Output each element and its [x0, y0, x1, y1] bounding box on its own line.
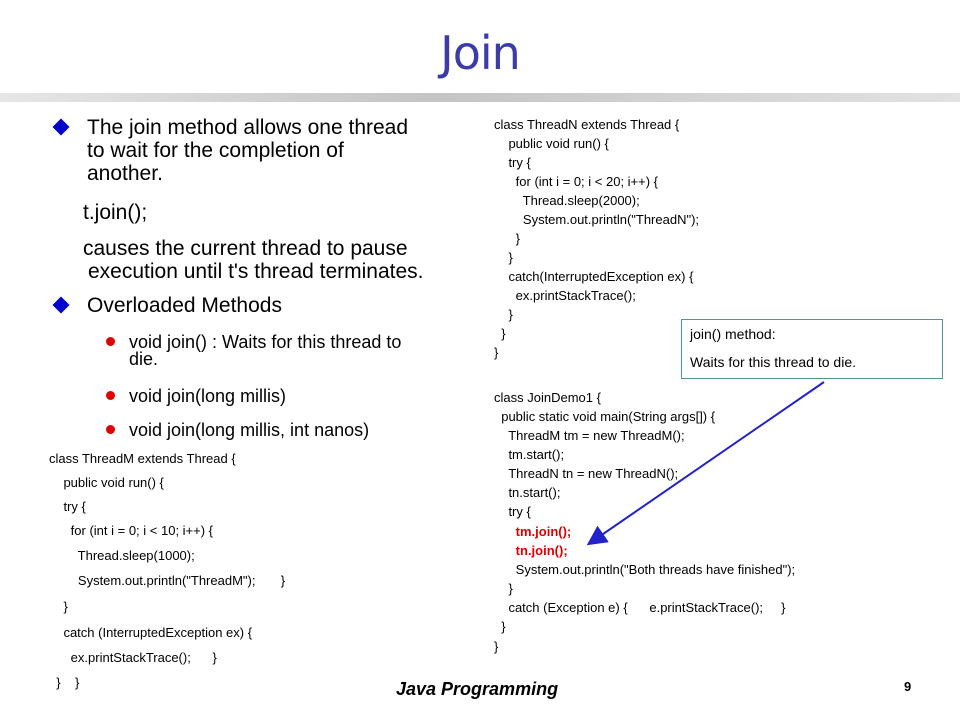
diamond-bullet-icon	[52, 296, 70, 314]
code-line: class ThreadM extends Thread {	[49, 451, 236, 466]
sub-bullet-line: void join(long millis)	[129, 386, 287, 406]
dot-bullet-icon	[106, 425, 115, 434]
highlighted-code-line: tm.join();	[494, 524, 572, 539]
bullet-line: The join method allows one thread	[87, 116, 409, 139]
code-line: for (int i = 0; i < 20; i++) {	[494, 174, 659, 189]
code-line: } }	[49, 675, 80, 690]
title-divider	[0, 93, 960, 102]
code-line: }	[494, 231, 521, 246]
join-call-text: t.join();	[83, 201, 148, 224]
code-line: public void run() {	[494, 136, 609, 151]
bullet-line: to wait for the completion of	[87, 139, 344, 162]
code-line: }	[494, 326, 506, 341]
code-line: }	[494, 581, 513, 596]
code-line: System.out.println("ThreadN");	[494, 212, 700, 227]
diamond-bullet-icon	[52, 118, 70, 136]
code-line: public void run() {	[49, 475, 164, 490]
code-line: tn.start();	[494, 485, 561, 500]
code-line: ex.printStackTrace();	[494, 288, 636, 303]
slide-title: Join	[440, 26, 521, 80]
code-line: try {	[494, 504, 531, 519]
code-line: Thread.sleep(2000);	[494, 193, 640, 208]
callout-line: Waits for this thread to die.	[690, 354, 856, 370]
code-line: catch(InterruptedException ex) {	[494, 269, 694, 284]
sub-bullet-line: void join(long millis, int nanos)	[129, 420, 370, 440]
join-method-callout: join() method: Waits for this thread to …	[681, 319, 943, 379]
code-line: Thread.sleep(1000);	[49, 548, 195, 563]
callout-line: join() method:	[690, 326, 776, 342]
page-number: 9	[904, 679, 912, 694]
bullet-line: causes the current thread to pause	[83, 237, 408, 260]
footer-course-title: Java Programming	[396, 679, 559, 699]
code-line: }	[49, 599, 68, 614]
code-line: ThreadN tn = new ThreadN();	[494, 466, 679, 481]
code-line: System.out.println("ThreadM"); }	[49, 573, 286, 588]
code-line: catch (Exception e) { e.printStackTrace(…	[494, 600, 786, 615]
code-line: tm.start();	[494, 447, 565, 462]
code-line: class JoinDemo1 {	[494, 390, 601, 405]
code-line: try {	[49, 499, 86, 514]
code-line: }	[494, 250, 513, 265]
code-line: ex.printStackTrace(); }	[49, 650, 217, 665]
code-line: System.out.println("Both threads have fi…	[494, 562, 796, 577]
bullet-line: another.	[87, 162, 163, 185]
bullet-line: Overloaded Methods	[87, 294, 282, 317]
code-line: ThreadM tm = new ThreadM();	[494, 428, 685, 443]
code-line: for (int i = 0; i < 10; i++) {	[49, 523, 214, 538]
dot-bullet-icon	[106, 337, 115, 346]
code-line: public static void main(String args[]) {	[494, 409, 716, 424]
sub-bullet-line: die.	[129, 349, 159, 369]
code-line: }	[494, 619, 506, 634]
code-line: catch (InterruptedException ex) {	[49, 625, 253, 640]
code-line: }	[494, 345, 499, 360]
dot-bullet-icon	[106, 391, 115, 400]
sub-bullet-line: void join() : Waits for this thread to	[129, 332, 402, 352]
highlighted-code-line: tn.join();	[494, 543, 568, 558]
bullet-line: execution until t's thread terminates.	[88, 260, 424, 283]
code-line: }	[494, 307, 513, 322]
code-line: try {	[494, 155, 531, 170]
code-line: class ThreadN extends Thread {	[494, 117, 680, 132]
code-line: }	[494, 639, 499, 654]
